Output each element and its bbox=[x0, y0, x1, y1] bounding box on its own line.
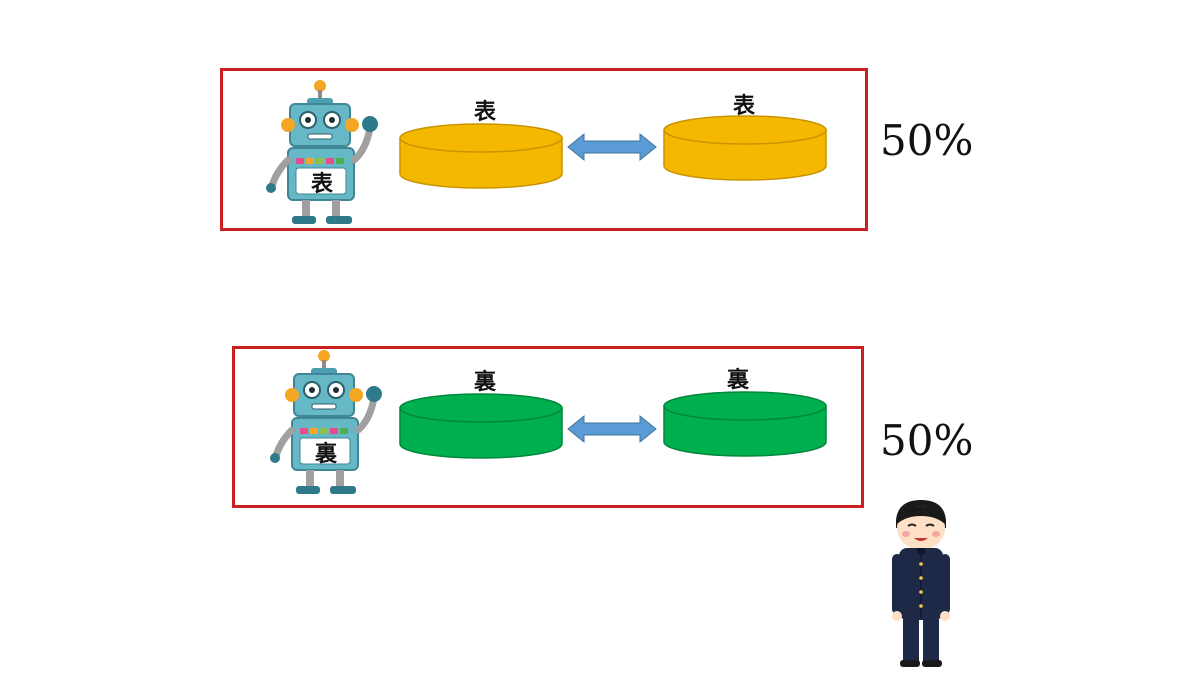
right-coin-label: 裏 bbox=[726, 368, 749, 393]
coin-icon bbox=[399, 393, 563, 459]
scenario-heads: 表 表 表 50% bbox=[0, 0, 1200, 231]
coin-icon bbox=[663, 391, 827, 457]
left-coin-label: 裏 bbox=[473, 370, 496, 395]
coin-icon bbox=[399, 123, 563, 189]
right-coin-label: 表 bbox=[732, 94, 755, 119]
double-arrow-icon bbox=[567, 132, 657, 162]
robot-icon bbox=[266, 80, 378, 224]
double-arrow-icon bbox=[567, 414, 657, 444]
student-person-icon bbox=[892, 500, 950, 667]
coin-icon bbox=[663, 115, 827, 181]
robot-icon bbox=[270, 350, 382, 494]
left-coin-label: 表 bbox=[473, 100, 496, 125]
robot-face-label: 裏 bbox=[314, 442, 337, 467]
scenario-tails: 裏 裏 裏 50% bbox=[0, 0, 1200, 508]
probability-label: 50% bbox=[880, 416, 974, 465]
probability-label: 50% bbox=[880, 116, 974, 165]
scenario-frame bbox=[220, 68, 868, 231]
robot-face-label: 表 bbox=[310, 172, 333, 197]
scenario-frame bbox=[232, 346, 864, 508]
